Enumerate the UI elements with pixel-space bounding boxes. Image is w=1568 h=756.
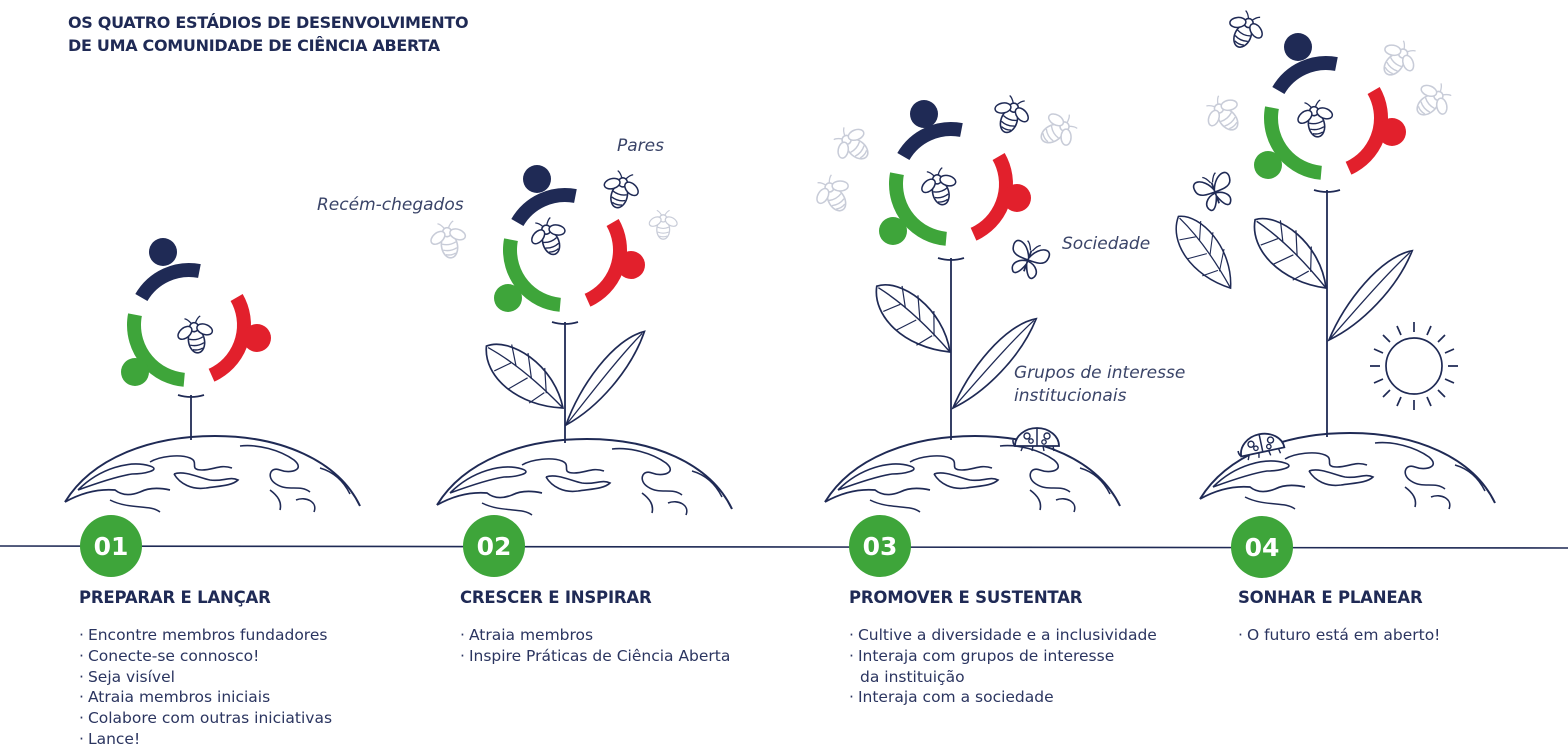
list-item: ·Seja visível <box>79 667 175 686</box>
title-line-2: DE UMA COMUNIDADE DE CIÊNCIA ABERTA <box>68 36 440 55</box>
timeline <box>0 545 1568 549</box>
globe-icon <box>64 435 361 513</box>
bee-icon <box>825 117 880 173</box>
list-item: ·Cultive a diversidade e a inclusividade <box>849 626 1157 644</box>
globe-icon <box>824 435 1121 513</box>
ladybug-icon <box>1234 428 1287 463</box>
stage-badge-3: 03 <box>849 515 911 577</box>
list-item: ·Lance! <box>79 729 141 748</box>
bee-icon <box>914 163 964 211</box>
list-item: ·Interaja com a sociedade <box>849 688 1054 707</box>
diagram-title: OS QUATRO ESTÁDIOS DE DESENVOLVIMENTO DE… <box>68 11 469 57</box>
community-ring-icon <box>121 238 271 387</box>
stage-number-4: 04 <box>1245 533 1280 562</box>
bee-icon <box>1405 73 1460 129</box>
stage-1-title: PREPARAR E LANÇAR <box>79 588 271 607</box>
stage-1-plant <box>64 394 361 513</box>
sun-icon <box>1370 322 1458 410</box>
list-item: ·Encontre membros fundadores <box>79 626 328 644</box>
stage-badge-1: 01 <box>80 515 142 577</box>
stage-badge-4: 04 <box>1231 516 1293 578</box>
list-item: ·O futuro está em aberto! <box>1238 626 1441 644</box>
bee-icon <box>647 209 680 240</box>
stage-3-plant <box>824 257 1121 513</box>
stage-2-title: CRESCER E INSPIRAR <box>460 588 652 607</box>
stage-number-2: 02 <box>477 532 512 561</box>
list-item: ·Interaja com grupos de interesse <box>849 646 1115 665</box>
leaf-icon <box>1157 209 1253 292</box>
stage-4-plant <box>1157 189 1496 510</box>
list-item: ·Colabore com outras iniciativas <box>79 709 333 728</box>
stage-3-text: PROMOVER E SUSTENTAR ·Cultive a diversid… <box>849 588 1157 708</box>
label-peers: Pares <box>617 136 664 156</box>
title-line-1: OS QUATRO ESTÁDIOS DE DESENVOLVIMENTO <box>68 13 469 32</box>
butterfly-icon <box>1190 167 1239 215</box>
list-item: ·Atraia membros <box>460 626 594 644</box>
leaf-icon <box>862 277 966 357</box>
bee-icon <box>1031 103 1084 158</box>
bee-icon <box>172 313 219 357</box>
label-society: Sociedade <box>1062 234 1150 254</box>
ladybug-icon <box>1012 427 1060 452</box>
stage-4-list: ·O futuro está em aberto! <box>1238 625 1440 646</box>
list-item-continuation: da instituição <box>860 667 965 686</box>
stage-number-1: 01 <box>94 532 129 561</box>
label-groups-line-1: Grupos de interesse <box>1014 363 1185 383</box>
bee-icon <box>1219 4 1272 56</box>
stage-4-title: SONHAR E PLANEAR <box>1238 588 1423 607</box>
bee-icon <box>806 168 861 221</box>
stage-1-text: PREPARAR E LANÇAR ·Encontre membros fund… <box>79 588 332 750</box>
stage-badge-2: 02 <box>463 515 525 577</box>
stage-3-title: PROMOVER E SUSTENTAR <box>849 588 1083 607</box>
globe-icon <box>436 438 733 516</box>
list-item: ·Atraia membros iniciais <box>79 688 271 707</box>
label-groups-line-2: institucionais <box>1014 386 1127 406</box>
butterfly-icon <box>1004 235 1053 283</box>
bee-icon <box>1370 32 1426 87</box>
stage-2-list: ·Atraia membros ·Inspire Práticas de Ciê… <box>460 625 730 667</box>
stage-2-text: CRESCER E INSPIRAR ·Atraia membros ·Insp… <box>460 588 730 667</box>
bee-icon <box>1292 97 1339 141</box>
label-newcomers: Recém-chegados <box>317 195 464 215</box>
stage-number-3: 03 <box>863 532 898 561</box>
leaf-icon <box>565 324 646 432</box>
bee-icon <box>425 218 472 262</box>
leaf-icon <box>474 337 577 413</box>
stage-1-list: ·Encontre membros fundadores ·Conecte-se… <box>79 625 332 750</box>
list-item: ·Conecte-se connosco! <box>79 646 260 665</box>
bee-icon <box>1196 87 1252 142</box>
bee-icon <box>596 166 646 214</box>
bee-icon <box>985 90 1037 140</box>
bee-icon <box>523 212 575 262</box>
stage-2-plant <box>436 321 733 516</box>
stage-4-text: SONHAR E PLANEAR ·O futuro está em abert… <box>1238 588 1440 646</box>
list-item: ·Inspire Práticas de Ciência Aberta <box>460 646 731 665</box>
stage-3-list: ·Cultive a diversidade e a inclusividade… <box>849 625 1157 708</box>
